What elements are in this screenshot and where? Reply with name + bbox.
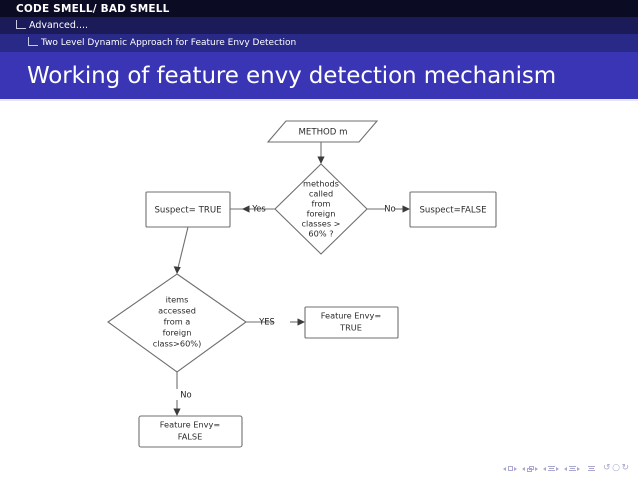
node-feature-envy-true-line-1: Feature Envy= (321, 311, 381, 321)
presentation-navigation-icon[interactable] (588, 466, 596, 471)
back-navigation-icon[interactable]: ↺ (603, 463, 611, 473)
node-decision-one-line-2: called (309, 189, 333, 199)
page-title: Working of feature envy detection mechan… (27, 62, 557, 89)
arrowhead-icon (242, 205, 250, 213)
node-decision-one-line-5: classes > (301, 219, 340, 229)
node-decision-one-line-1: methods (303, 179, 339, 189)
arrowhead-icon (173, 266, 181, 274)
node-decision-two-line-2: accessed (158, 306, 196, 316)
presentation-bars-icon[interactable] (588, 466, 596, 471)
tree-connector-icon (16, 19, 26, 29)
next-subsection-icon[interactable] (556, 466, 560, 471)
previous-slide-icon[interactable] (503, 466, 507, 471)
frame-title-band: Working of feature envy detection mechan… (0, 52, 638, 99)
next-section-icon[interactable] (577, 466, 581, 471)
node-decision-one-line-4: foreign (307, 209, 336, 219)
node-suspect-false-label: Suspect=FALSE (419, 206, 486, 216)
frame-navigation-icon[interactable] (522, 465, 539, 472)
node-suspect-true-label: Suspect= TRUE (154, 206, 221, 216)
flowchart-svg: METHOD m methods called from foreign cla… (107, 120, 497, 448)
node-method-input-label: METHOD m (298, 128, 347, 138)
node-feature-envy-false-line-1: Feature Envy= (160, 420, 220, 430)
section-title-label: CODE SMELL/ BAD SMELL (16, 2, 170, 15)
navigation-bar-subsection[interactable]: Advanced.... (0, 17, 638, 34)
node-suspect-true[interactable] (145, 191, 231, 228)
slide-square-icon[interactable] (507, 466, 513, 471)
next-slide-icon[interactable] (514, 466, 518, 471)
node-decision-one-line-3: from (311, 199, 330, 209)
edge-label-decision-two-yes: YES (258, 317, 275, 327)
node-decision-one-line-6: 60% ? (308, 229, 333, 239)
previous-subsection-icon[interactable] (543, 466, 547, 471)
node-feature-envy-false[interactable] (138, 415, 243, 448)
node-decision-two[interactable] (107, 273, 247, 373)
beamer-navigation-symbols[interactable]: ↺ ○ ↻ (503, 464, 629, 473)
arrowhead-icon (297, 318, 305, 326)
section-navigation-icon[interactable] (564, 466, 581, 471)
tree-connector-icon (28, 37, 38, 46)
previous-frame-icon[interactable] (522, 466, 526, 471)
node-suspect-false[interactable] (409, 191, 497, 228)
node-feature-envy-true[interactable] (304, 306, 399, 339)
next-frame-icon[interactable] (535, 466, 539, 471)
node-feature-envy-true-line-2: TRUE (339, 323, 362, 333)
subsection-navigation-icon[interactable] (543, 466, 560, 471)
node-decision-one[interactable] (274, 163, 368, 255)
edge-label-decision-one-no: No (384, 204, 395, 214)
section-bars-icon[interactable] (568, 466, 576, 471)
node-decision-two-line-1: items (166, 295, 189, 305)
node-decision-two-line-4: foreign (163, 328, 192, 338)
previous-section-icon[interactable] (564, 466, 568, 471)
search-navigation-icon[interactable]: ○ (612, 463, 620, 473)
title-divider (0, 99, 638, 101)
frame-stack-icon[interactable] (526, 465, 534, 472)
forward-navigation-icon[interactable]: ↻ (621, 463, 629, 473)
edge-label-decision-one-yes: Yes (251, 204, 266, 214)
node-method-input[interactable] (266, 120, 379, 143)
node-decision-two-line-5: class>60%) (153, 339, 202, 349)
arrowhead-icon (317, 156, 325, 164)
node-feature-envy-false-line-2: FALSE (178, 432, 203, 442)
subsection-title-label: Advanced.... (29, 20, 89, 31)
arrowhead-icon (402, 205, 410, 213)
edge-suspect-true-to-decision-two (177, 226, 189, 269)
arrowhead-icon (173, 408, 181, 416)
navigation-bar-section[interactable]: CODE SMELL/ BAD SMELL (0, 0, 638, 17)
slide-navigation-icon[interactable] (503, 466, 518, 471)
back-forward-navigation-icon[interactable]: ↺ ○ ↻ (603, 464, 629, 473)
subsection-bars-icon[interactable] (547, 466, 555, 471)
node-decision-two-line-3: from a (164, 317, 191, 327)
navigation-bar-subsubsection[interactable]: Two Level Dynamic Approach for Feature E… (0, 34, 638, 52)
edge-label-decision-two-no: No (180, 390, 191, 400)
subsubsection-title-label: Two Level Dynamic Approach for Feature E… (41, 38, 297, 48)
feature-envy-flowchart: METHOD m methods called from foreign cla… (0, 104, 638, 452)
